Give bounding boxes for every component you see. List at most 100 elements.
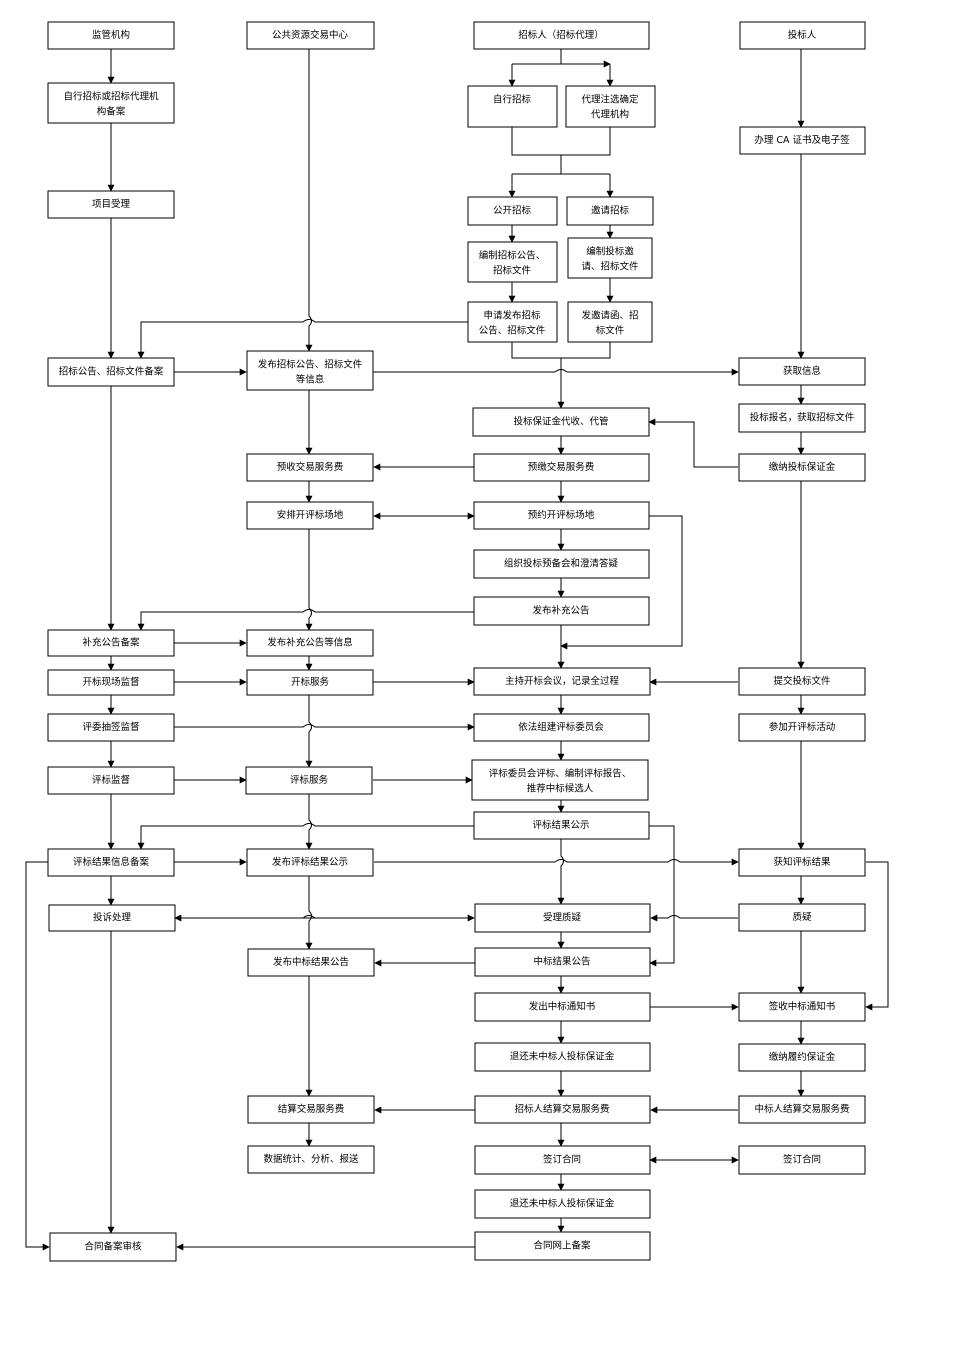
node-select-agent-line1: 代理注选确定 — [581, 94, 639, 106]
node-project-acceptance-label: 项目受理 — [92, 198, 131, 210]
node-pay-deposit: 缴纳投标保证金 — [738, 453, 866, 482]
node-publish-award-label: 发布中标结果公告 — [273, 956, 349, 968]
node-query-label: 质疑 — [792, 911, 812, 923]
node-result-filing-label: 评标结果信息备案 — [73, 856, 150, 868]
node-prepare-invite-docs-line2: 请、招标文件 — [581, 261, 639, 273]
node-refund-deposit: 退还未中标人投标保证金 — [474, 1042, 651, 1072]
node-issue-notice-label: 发出中标通知书 — [529, 1001, 596, 1013]
node-prepare-open-docs-line2: 招标文件 — [493, 265, 532, 277]
node-deposit-agency: 投标保证金代收、代管 — [472, 407, 650, 437]
node-open-tender-label: 公开招标 — [493, 205, 532, 217]
node-tenderer-pay-fee-label: 招标人结算交易服务费 — [514, 1103, 609, 1115]
node-accept-query: 受理质疑 — [474, 903, 651, 933]
node-ca-certificate-label: 办理 CA 证书及电子签 — [754, 134, 850, 146]
node-evaluation-service-label: 评标服务 — [290, 774, 329, 786]
header-supervisor-label: 监管机构 — [92, 29, 130, 41]
node-prepay-fee-label: 预缴交易服务费 — [528, 461, 595, 473]
node-send-invitation-line2: 标文件 — [596, 325, 625, 337]
node-result-publicity-label: 评标结果公示 — [532, 819, 589, 831]
node-prepay-collect-label: 预收交易服务费 — [277, 461, 344, 473]
node-issue-notice: 发出中标通知书 — [474, 992, 651, 1022]
node-publish-notice: 发布招标公告、招标文件 等信息 — [246, 350, 374, 391]
node-query: 质疑 — [738, 903, 866, 932]
node-winner-pay-fee: 中标人结算交易服务费 — [738, 1095, 866, 1124]
node-supplement-notice: 发布补充公告 — [473, 596, 650, 626]
node-get-info: 获取信息 — [738, 357, 866, 386]
node-evaluation-supervision-label: 评标监督 — [92, 774, 130, 786]
node-attend-opening: 参加开评标活动 — [738, 713, 866, 742]
node-tenderer-pay-fee: 招标人结算交易服务费 — [474, 1095, 651, 1124]
header-trading-center: 公共资源交易中心 — [246, 21, 375, 50]
node-award-notice-label: 中标结果公告 — [533, 956, 590, 968]
node-arrange-venue-label: 安排开评标场地 — [277, 509, 344, 521]
node-publish-notice-line1: 发布招标公告、招标文件 — [258, 359, 363, 371]
node-pre-bid-meeting: 组织投标预备会和澄清答疑 — [473, 549, 650, 579]
node-pre-bid-meeting-label: 组织投标预备会和澄清答疑 — [504, 558, 619, 570]
node-invite-tender: 邀请招标 — [566, 196, 654, 226]
node-notice-filing: 招标公告、招标文件备案 — [47, 357, 175, 387]
node-receive-notice-label: 签收中标通知书 — [769, 1001, 836, 1013]
node-bidder-sign-contract: 签订合同 — [738, 1145, 866, 1175]
node-pay-deposit-label: 缴纳投标保证金 — [769, 461, 836, 473]
node-publish-notice-line2: 等信息 — [296, 374, 325, 386]
node-send-invitation: 发邀请函、招 标文件 — [567, 301, 653, 343]
node-ca-certificate: 办理 CA 证书及电子签 — [739, 126, 866, 155]
node-publish-result: 发布评标结果公示 — [246, 848, 374, 877]
node-opening-service: 开标服务 — [246, 669, 374, 696]
node-prepare-open-docs: 编制招标公告、 招标文件 — [467, 241, 558, 283]
node-contract-online-label: 合同网上备案 — [533, 1240, 591, 1252]
node-statistics: 数据统计、分析、报送 — [247, 1145, 375, 1174]
node-prepay-collect: 预收交易服务费 — [246, 453, 374, 482]
node-apply-publish-line2: 公告、招标文件 — [479, 325, 546, 337]
node-learn-result-label: 获知评标结果 — [773, 856, 831, 868]
node-attend-opening-label: 参加开评标活动 — [769, 721, 836, 733]
node-contract-review-label: 合同备案审核 — [84, 1241, 142, 1253]
node-agency-filing-line2: 构备案 — [97, 106, 126, 118]
node-performance-bond: 缴纳履约保证金 — [738, 1043, 866, 1072]
node-agency-filing: 自行招标或招标代理机 构备案 — [47, 82, 175, 124]
node-publish-award: 发布中标结果公告 — [247, 948, 375, 977]
node-receive-notice: 签收中标通知书 — [738, 992, 866, 1022]
header-tenderer: 招标人（招标代理） — [473, 21, 650, 50]
node-prepare-invite-docs: 编制投标邀 请、招标文件 — [567, 237, 653, 279]
node-complaint-handling-label: 投诉处理 — [93, 912, 132, 924]
node-form-committee: 依法组建评标委员会 — [473, 713, 650, 742]
node-committee-evaluate-line2: 推荐中标候选人 — [527, 783, 594, 795]
node-contract-online: 合同网上备案 — [474, 1231, 651, 1261]
node-award-notice: 中标结果公告 — [474, 947, 651, 977]
node-notice-filing-label: 招标公告、招标文件备案 — [59, 366, 164, 378]
node-apply-publish: 申请发布招标 公告、招标文件 — [467, 301, 558, 343]
node-tenderer-sign-contract-label: 签订合同 — [543, 1154, 581, 1166]
node-winner-pay-fee-label: 中标人结算交易服务费 — [754, 1103, 849, 1115]
connectors — [25, 49, 889, 1251]
node-expert-draw-supervision-label: 评委抽签监督 — [82, 721, 139, 733]
node-register-label: 投标报名，获取招标文件 — [750, 412, 855, 424]
node-project-acceptance: 项目受理 — [47, 190, 175, 219]
node-settle-fee-label: 结算交易服务费 — [278, 1103, 345, 1115]
node-supplement-notice-label: 发布补充公告 — [532, 605, 589, 617]
node-refund-deposit-2: 退还未中标人投标保证金 — [474, 1189, 651, 1219]
node-prepare-invite-docs-line1: 编制投标邀 — [586, 246, 634, 258]
node-book-venue-label: 预约开评标场地 — [528, 509, 595, 521]
header-trading-center-label: 公共资源交易中心 — [272, 29, 349, 41]
node-statistics-label: 数据统计、分析、报送 — [263, 1153, 359, 1165]
node-select-agent: 代理注选确定 代理机构 — [565, 85, 656, 128]
node-get-info-label: 获取信息 — [783, 365, 821, 377]
node-tenderer-sign-contract: 签订合同 — [474, 1145, 651, 1175]
node-open-tender: 公开招标 — [467, 196, 558, 226]
node-publish-result-label: 发布评标结果公示 — [272, 856, 348, 868]
header-bidder-label: 投标人 — [788, 29, 817, 41]
node-arrange-venue: 安排开评标场地 — [246, 501, 374, 530]
node-committee-evaluate: 评标委员会评标、编制评标报告、 推荐中标候选人 — [471, 759, 649, 801]
node-publish-supplement: 发布补充公告等信息 — [246, 629, 374, 657]
node-accept-query-label: 受理质疑 — [543, 912, 582, 924]
node-result-filing: 评标结果信息备案 — [47, 848, 175, 877]
node-send-invitation-line1: 发邀请函、招 — [581, 310, 638, 322]
node-opening-supervision-label: 开标现场监督 — [82, 676, 139, 688]
node-settle-fee: 结算交易服务费 — [247, 1095, 375, 1124]
node-publish-supplement-label: 发布补充公告等信息 — [267, 637, 353, 649]
node-result-publicity: 评标结果公示 — [473, 811, 650, 840]
node-supplement-filing-label: 补充公告备案 — [82, 637, 140, 649]
node-prepay-fee: 预缴交易服务费 — [473, 453, 650, 482]
node-evaluation-supervision: 评标监督 — [47, 766, 175, 795]
